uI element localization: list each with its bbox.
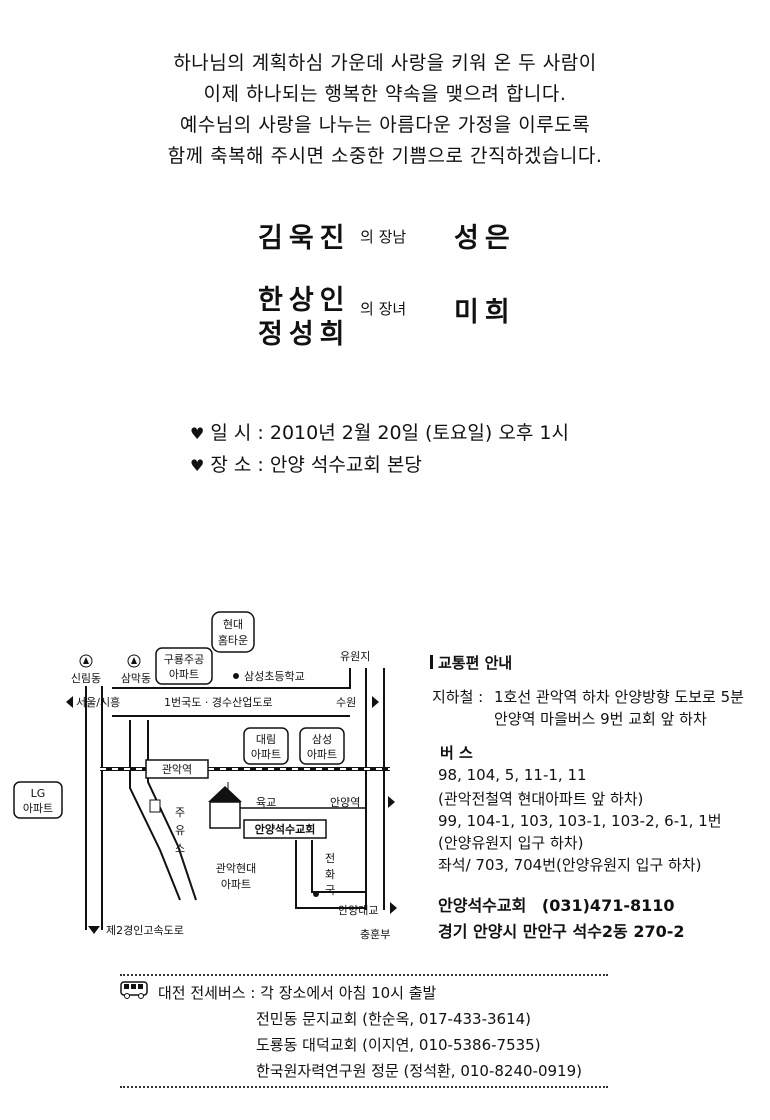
map-label-lg-apt: 아파트 [23,802,53,815]
map-label-suwon: 수원 [336,696,356,709]
intro-line: 예수님의 사랑을 나누는 아름다운 가정을 이루도록 [179,114,591,136]
charter-bus-title: 대전 전세버스 : 각 장소에서 아침 10시 출발 [158,984,437,1002]
map-label-gwanak-hyundai-apt: 관악현대 [216,862,256,875]
charter-bus-stop: 도룡동 대덕교회 (이지연, 010-5386-7535) [256,1036,541,1054]
map-label-samsung-apt: 삼성 [312,733,332,746]
event-place: ♥ 장 소 : 안양 석수교회 본당 [190,454,422,476]
transport-heading: 교통편 안내 [430,652,760,673]
intro-line: 이제 하나되는 행복한 약속을 맺으려 합니다. [203,83,567,105]
road-diag-1 [129,720,181,901]
transport-panel: 교통편 안내 [430,652,760,673]
map-label-sammakdong: 삼막동 [121,672,151,685]
invitation-intro: 하나님의 계획하심 가운데 사랑을 키워 온 두 사람이 이제 하나되는 행복한… [0,48,770,172]
charter-bus-stop: 전민동 문지교회 (한순옥, 017-433-3614) [256,1010,532,1028]
map-label-samseong-school: 삼성초등학교 [244,670,305,683]
map-label-yuwonji: 유원지 [340,650,370,663]
groom-name: 성은 [454,223,516,254]
gas-station-icon [149,799,161,813]
date-label: 일 시 [210,422,252,444]
intro-line: 함께 축복해 주시면 소중한 기쁨으로 간직하겠습니다. [167,145,603,167]
event-date: ♥ 일 시 : 2010년 2월 20일 (토요일) 오후 1시 [190,422,569,444]
bride-mother-name: 정성희 [258,319,351,350]
map-label-guryong-apt: 구룡주공 [164,653,204,666]
place-label: 장 소 [210,454,252,476]
bride-father-name: 한상인 [258,285,351,316]
date-value: 2010년 2월 20일 (토요일) 오후 1시 [269,422,569,444]
divider [120,1086,608,1088]
map-label-church: 안양석수교회 [255,822,316,836]
bus-icon [120,980,148,1004]
subway-label: 지하철 : [432,688,484,706]
road-diag-2 [147,720,197,901]
groom-relation: 의 장남 [360,228,407,246]
map-label-guryong-apt: 아파트 [169,668,199,681]
map-label-daerim-apt: 아파트 [251,748,281,761]
bus-line: (관악전철역 현대아파트 앞 하차) [438,790,644,808]
location-map: 현대 홈타운 구룡주공 아파트 신림동 삼막동 삼성초등학교 유원지 서울/시흥… [13,611,397,941]
map-label-telephone-office: 화 [325,868,335,881]
bus-line: 98, 104, 5, 11-1, 11 [438,766,587,784]
divider [120,974,608,976]
church-name: 안양석수교회 [438,896,527,915]
road-south-1 [295,840,366,909]
map-label-gwanak-station: 관악역 [162,763,192,776]
map-label-anyang-bridge: 안양대교 [338,904,378,917]
church-phone: (031)471-8110 [541,896,675,915]
map-label-chunghunbu: 충훈부 [360,928,390,941]
heart-icon: ♥ [190,456,205,475]
map-label-samsung-apt: 아파트 [307,748,337,761]
subway-line: 안양역 마을버스 9번 교회 앞 하차 [494,710,707,728]
map-label-hyundai-hometown: 홈타운 [218,633,248,647]
bride-relation: 의 장녀 [360,300,407,318]
bus-line: 99, 104-1, 103, 103-1, 103-2, 6-1, 1번 [438,812,722,830]
bride-name: 미희 [454,297,516,328]
bus-line: 좌석/ 703, 704번(안양유원지 입구 하차) [438,856,702,874]
church-contact: 안양석수교회 (031)471-8110 [438,892,675,916]
map-label-route1: 1번국도 · 경수산업도로 [164,696,273,709]
map-label-seoul-siheung: 서울/시흥 [76,695,120,709]
map-label-yukgyo: 육교 [256,796,276,809]
church-address: 경기 안양시 만안구 석수2동 270-2 [438,922,685,941]
map-label-gas-station: 유 [175,824,185,837]
map-label-lg-apt: LG [31,787,46,800]
map-label-gwanak-hyundai-apt: 아파트 [221,878,251,891]
heart-icon: ♥ [190,424,205,443]
charter-bus-stop: 한국원자력연구원 정문 (정석환, 010-8240-0919) [256,1062,582,1080]
map-label-anyang-station: 안양역 [330,796,360,809]
road-route1-north [112,668,351,689]
map-label-gas-station: 주 [175,806,185,819]
map-label-daerim-apt: 대림 [256,733,276,746]
map-label-hyundai-hometown: 현대 [223,618,243,631]
map-label-expressway: 제2경인고속도로 [106,924,184,937]
place-value: 안양 석수교회 본당 [269,454,422,476]
subway-line: 1호선 관악역 하차 안양방향 도보로 5분 [494,688,744,706]
map-label-telephone-office: 국 [325,884,335,897]
intro-line: 하나님의 계획하심 가운데 사랑을 키워 온 두 사람이 [173,52,597,74]
bus-label: 버 스 [440,744,473,762]
map-label-gas-station: 소 [175,842,185,855]
church-icon [208,782,242,829]
groom-father-name: 김욱진 [258,223,351,254]
map-label-sillimdong: 신림동 [71,672,101,685]
map-label-telephone-office: 전 [325,852,335,865]
road-south-2 [311,840,366,893]
bus-line: (안양유원지 입구 하차) [438,834,584,852]
